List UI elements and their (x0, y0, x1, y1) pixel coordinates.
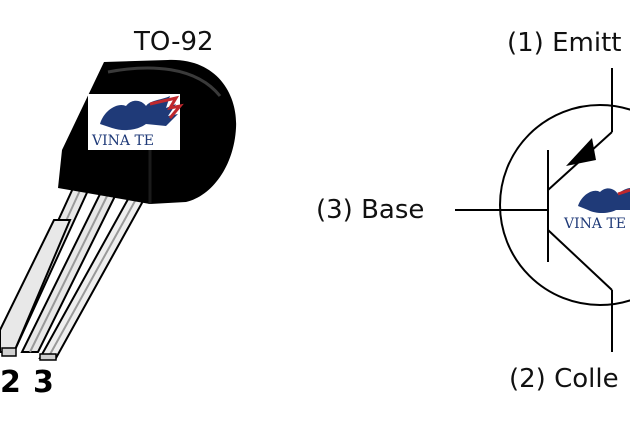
watermark-logo-package: VINA TE (88, 94, 184, 150)
watermark-text-package: VINA TE (91, 133, 154, 149)
to92-package: VINA TE (0, 59, 237, 361)
emitter-arrow (566, 138, 596, 166)
base-label: (3) Base (316, 195, 425, 225)
lead-front (38, 191, 150, 361)
watermark-text-symbol: VINA TE (563, 216, 626, 232)
emitter-label: (1) Emitt (507, 28, 622, 58)
pnp-symbol: VINA TE (455, 68, 630, 352)
pin-number-2: 2 (0, 365, 21, 400)
package-title: TO-92 (134, 27, 214, 57)
collector-diagonal (547, 229, 613, 291)
watermark-logo-symbol: VINA TE (562, 180, 630, 232)
symbol-circle (499, 104, 630, 306)
collector-label: (2) Colle (509, 364, 619, 394)
lead-left-partial (0, 219, 72, 357)
pin-number-3: 3 (33, 365, 54, 400)
